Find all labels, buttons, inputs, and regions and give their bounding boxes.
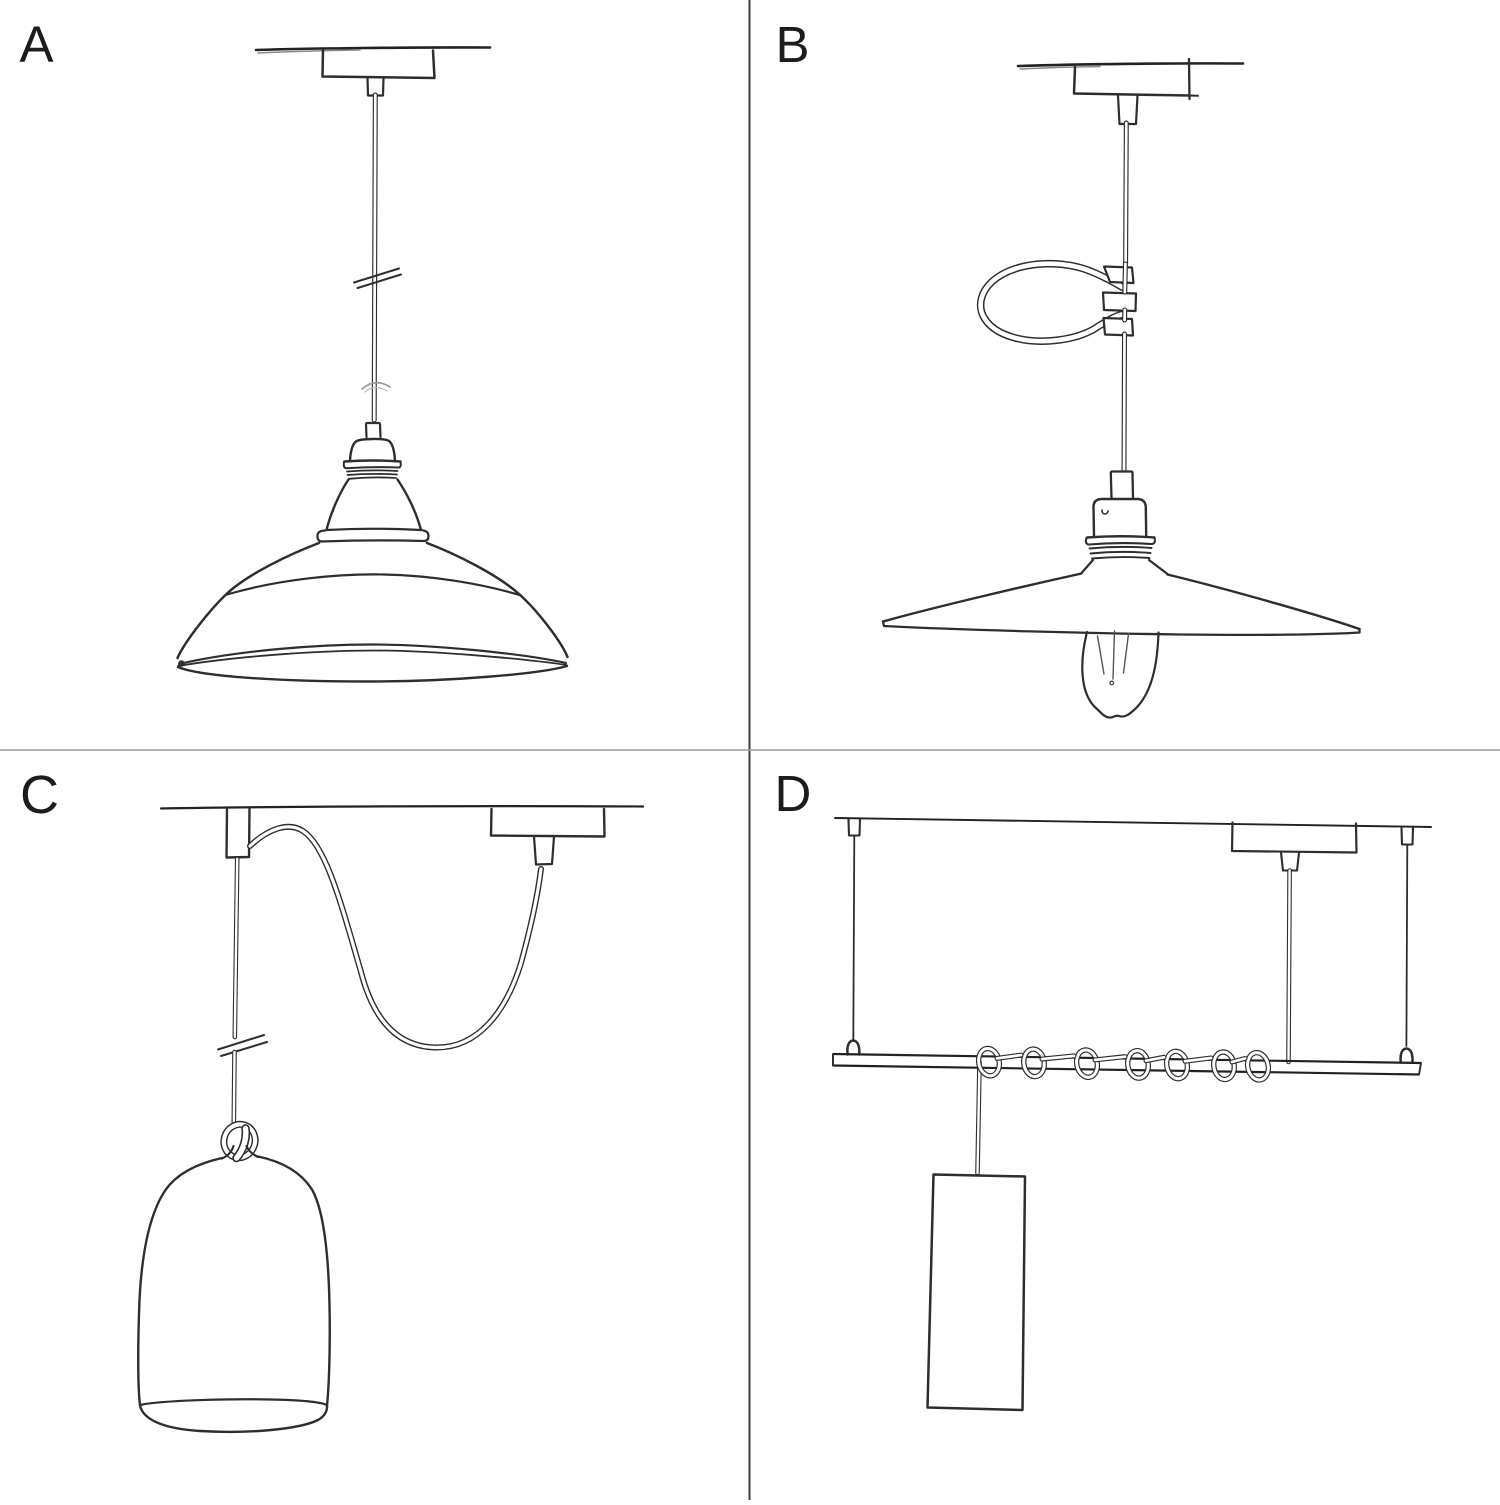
svg-text:D: D xyxy=(775,765,812,822)
svg-text:C: C xyxy=(20,765,59,825)
svg-text:B: B xyxy=(776,16,810,73)
svg-text:A: A xyxy=(20,16,54,73)
